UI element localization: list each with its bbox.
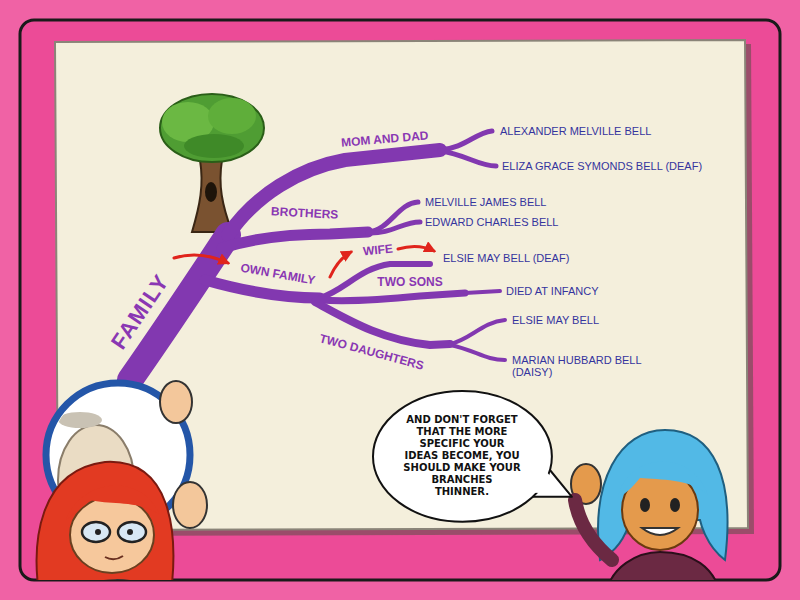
branch-label: WIFE — [362, 241, 393, 258]
branch-label: TWO SONS — [377, 275, 442, 289]
bubble-join — [532, 471, 567, 493]
twig — [450, 320, 505, 344]
red-hair — [37, 462, 174, 580]
branch-label: BROTHERS — [271, 204, 339, 222]
tree-hollow — [205, 182, 217, 202]
bangs — [66, 485, 160, 520]
left-character — [37, 381, 207, 580]
main-branch — [222, 232, 368, 248]
leaf-label: ALEXANDER MELVILLE BELL — [500, 125, 651, 137]
leaf-label: ELSIE MAY BELL — [512, 314, 599, 326]
branch-label: TWO DAUGHTERS — [318, 331, 425, 372]
twig — [450, 345, 505, 360]
sleeve — [575, 500, 612, 560]
speech-text: AND DON'T FORGET THAT THE MORE SPECIFIC … — [403, 414, 521, 498]
blue-hair — [598, 430, 727, 560]
twig — [465, 291, 500, 293]
tree-trunk — [192, 160, 232, 232]
speech-bubble: AND DON'T FORGET THAT THE MORE SPECIFIC … — [371, 389, 554, 524]
hand — [160, 381, 192, 423]
bubble-ellipse — [373, 391, 552, 522]
twig — [440, 131, 492, 150]
panel-frame — [20, 20, 780, 580]
tree-canopy — [184, 134, 244, 158]
leaf-label: ELIZA GRACE SYMONDS BELL (DEAF) — [502, 160, 702, 172]
tree-canopy — [208, 98, 256, 134]
leaf-label: DIED AT INFANCY — [506, 285, 599, 297]
main-branch — [228, 150, 440, 235]
suit — [605, 552, 722, 580]
eye — [95, 529, 101, 535]
leaf-label: MARIAN HUBBARD BELL (DAISY) — [512, 354, 672, 378]
leaf-label: EDWARD CHARLES BELL — [425, 216, 558, 228]
hand — [173, 482, 207, 528]
tree-canopy — [160, 94, 264, 162]
portrait-hair — [58, 412, 102, 428]
face — [70, 497, 154, 573]
glasses — [82, 522, 110, 542]
sub-branch — [320, 293, 465, 301]
right-character — [571, 430, 728, 580]
leaf-label: MELVILLE JAMES BELL — [425, 196, 546, 208]
eye — [640, 498, 650, 512]
glasses — [118, 522, 146, 542]
bubble-text-group: AND DON'T FORGET THAT THE MORE SPECIFIC … — [403, 414, 521, 498]
red-arrow — [174, 255, 228, 263]
mouth — [105, 556, 123, 559]
eye — [670, 498, 680, 512]
twig — [440, 151, 496, 166]
grin — [642, 528, 678, 535]
leaf-label: ELSIE MAY BELL (DEAF) — [443, 252, 569, 264]
red-arrow — [330, 252, 351, 277]
branch-label: OWN FAMILY — [240, 261, 317, 288]
root-label: FAMILY — [106, 270, 175, 355]
eye — [127, 529, 133, 535]
twig — [368, 222, 420, 233]
branch-label: MOM AND DAD — [341, 128, 429, 150]
bangs — [618, 461, 708, 498]
panel-content — [37, 40, 754, 580]
red-arrow — [398, 246, 434, 251]
